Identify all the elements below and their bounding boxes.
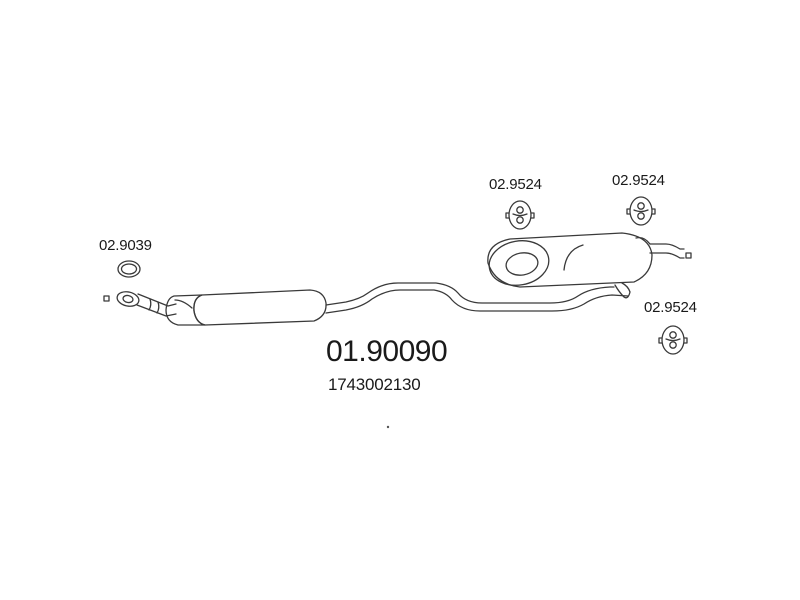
hanger-part-number-top-right: 02.9524 xyxy=(612,172,665,189)
connecting-pipe xyxy=(325,282,629,314)
ring-icon xyxy=(117,260,141,278)
seal-ring-part-number: 02.9039 xyxy=(99,237,152,254)
stray-dot xyxy=(386,425,390,429)
rubber-hanger-icon xyxy=(626,196,656,226)
rubber-hanger-icon xyxy=(658,325,688,355)
tail-pipe-end-marker xyxy=(685,252,692,259)
rear-silencer xyxy=(487,232,653,299)
front-flange xyxy=(116,291,140,307)
hanger-part-number-top-left: 02.9524 xyxy=(489,176,542,193)
rubber-hanger-icon xyxy=(505,200,535,230)
front-inlet-pipe xyxy=(136,293,177,317)
hanger-part-number-right: 02.9524 xyxy=(644,299,697,316)
front-pipe-end-marker xyxy=(103,295,110,302)
oe-reference-number: 1743002130 xyxy=(328,375,421,394)
main-part-number: 01.90090 xyxy=(326,335,448,368)
tail-pipe xyxy=(635,236,685,259)
middle-silencer xyxy=(165,289,327,326)
